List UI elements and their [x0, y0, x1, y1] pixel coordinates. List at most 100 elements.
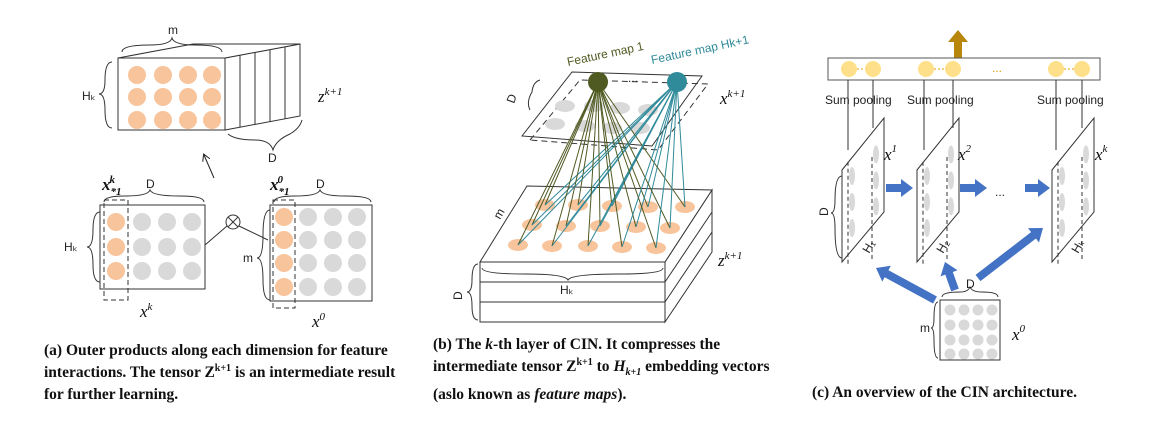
olive-line	[587, 81, 599, 247]
gray-dot	[133, 262, 151, 280]
gray-dot	[944, 319, 956, 331]
panel-c: ... Sum pooling Sum pooling Sum pooling …	[817, 30, 1109, 361]
pooled-unit	[865, 61, 881, 77]
gray-dot	[133, 213, 151, 231]
gray-ellipse	[1059, 193, 1065, 211]
d-label-bottom: D	[451, 291, 465, 300]
gray-ellipse	[948, 145, 954, 164]
feature-map-1-node	[588, 72, 608, 92]
blue-arrow	[960, 179, 987, 197]
gray-dot	[958, 304, 970, 316]
x0-dots	[944, 304, 998, 360]
gray-ellipse	[924, 167, 930, 185]
gray-dot	[958, 348, 970, 360]
gray-ellipse	[1059, 219, 1065, 237]
teal-line	[635, 81, 678, 228]
orange-dot	[107, 262, 125, 280]
gray-dot	[958, 319, 970, 331]
gray-dot	[183, 238, 201, 256]
teal-line	[517, 81, 678, 246]
d-brace-x0	[941, 285, 999, 298]
x1-label: x1	[883, 143, 897, 164]
pooled-units	[841, 61, 1090, 77]
pooled-unit	[841, 61, 857, 77]
blue-arrow	[1025, 179, 1050, 197]
gray-dot	[158, 213, 176, 231]
m-brace-right	[256, 209, 271, 301]
teal-line	[621, 81, 678, 248]
olive-line	[597, 81, 671, 229]
d-label-left: D	[146, 177, 155, 191]
olive-line	[597, 81, 623, 248]
xk1-label: x*1k	[101, 174, 122, 198]
orange-dot	[275, 278, 293, 296]
teal-line	[577, 81, 678, 206]
gray-ellipse	[873, 171, 879, 190]
gray-dot	[944, 334, 956, 346]
pooled-unit	[945, 61, 961, 77]
sum-pooling-label-2: Sum pooling	[907, 93, 974, 107]
x-k1-label: xk+1	[719, 88, 745, 108]
teal-line	[544, 81, 678, 206]
olive-line	[551, 81, 599, 247]
caption-c: (c) An overview of the CIN architecture.	[812, 384, 1078, 401]
hk-label: Hₖ	[82, 89, 96, 103]
gray-dot	[944, 348, 956, 360]
link-left	[204, 225, 228, 246]
outer-product-operator-icon	[225, 214, 241, 230]
feature-dots: ...	[628, 71, 638, 85]
panel-a: m Hₖ zk+1 D x*1k D Hₖ xk x*10 D m x0	[64, 23, 373, 331]
panel-b: Feature map 1 Feature map Hk+1 ... D xk+…	[451, 32, 750, 324]
gray-dot	[348, 254, 366, 272]
orange-dot	[107, 238, 125, 256]
tensor-front-dots	[128, 66, 221, 129]
olive-line	[565, 81, 599, 227]
olive-line	[597, 81, 649, 208]
connection-lines	[517, 81, 686, 249]
orange-dot	[128, 111, 146, 129]
teal-line	[531, 81, 678, 226]
arrow-up	[204, 155, 215, 179]
gray-ellipse	[849, 167, 855, 185]
xk-label: xk	[139, 301, 154, 321]
layer-dots: ...	[995, 185, 1005, 199]
gray-dot	[986, 334, 998, 346]
gray-ellipse	[948, 171, 954, 190]
gray-dot	[158, 238, 176, 256]
d-label-top: D	[504, 92, 520, 105]
xk-label: xk	[1094, 143, 1109, 164]
d-label: D	[268, 151, 277, 165]
olive-line	[597, 81, 637, 228]
x01-label: x*10	[269, 174, 290, 198]
olive-line	[577, 81, 599, 206]
m-label-x0: m	[920, 321, 930, 335]
m-label-right: m	[243, 251, 253, 265]
gray-dot	[944, 304, 956, 316]
gray-dot	[972, 304, 984, 316]
gray-dot	[986, 304, 998, 316]
pooled-unit	[918, 61, 934, 77]
sum-pooling-label-3: Sum pooling	[1037, 93, 1104, 107]
teal-line	[647, 81, 678, 208]
gray-dot	[299, 231, 317, 249]
pooled-unit	[1074, 61, 1090, 77]
d-brace-right	[273, 188, 372, 203]
teal-line	[676, 81, 686, 208]
d-label-x0: D	[966, 277, 975, 291]
olive-line	[517, 81, 599, 246]
column-selector-x0	[272, 199, 296, 309]
gray-dot	[299, 254, 317, 272]
olive-line	[597, 81, 613, 207]
d-label-left: D	[817, 207, 831, 216]
h2-label: H₂	[933, 237, 952, 256]
orange-dot	[275, 231, 293, 249]
x0-label: x0	[311, 311, 326, 331]
gray-ellipse	[610, 102, 630, 114]
m-label: m	[168, 23, 178, 37]
d-label-right: D	[316, 177, 325, 191]
orange-dot	[179, 66, 197, 84]
orange-dot	[275, 254, 293, 272]
z-label: zk+1	[317, 86, 342, 106]
gray-dot	[183, 213, 201, 231]
gray-ellipse	[849, 219, 855, 237]
